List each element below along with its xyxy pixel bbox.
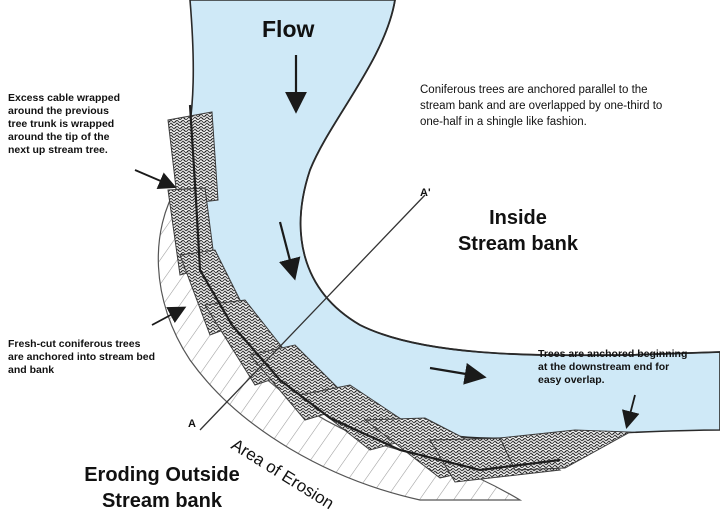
tree-9: [499, 429, 632, 471]
callout-arrow-fresh-cut: [151, 306, 187, 326]
flow-label: Flow: [262, 16, 315, 42]
tree-revetment: [167, 104, 632, 483]
callout-arrow-downstream: [621, 394, 640, 429]
coniferous-note: Coniferous trees are anchored parallel t…: [420, 84, 663, 128]
excess-cable-note: Excess cable wrapped around the previous…: [8, 92, 121, 156]
callout-arrow-cable: [134, 169, 177, 190]
inside-bank-edge: [299, 0, 720, 357]
fresh-cut-note: Fresh-cut coniferous trees are anchored …: [8, 338, 156, 376]
downstream-note: Trees are anchored beginning at the down…: [538, 348, 688, 386]
section-label-a-prime: A': [420, 187, 431, 199]
inside-bank-label: Inside Stream bank: [457, 207, 579, 255]
eroding-bank-label: Eroding Outside Stream bank: [84, 464, 240, 512]
flow-arrow-2: [278, 221, 301, 281]
section-label-a: A: [188, 418, 196, 430]
cable-line: [188, 104, 561, 472]
tree-8: [429, 437, 562, 483]
flow-arrow-3: [429, 362, 487, 385]
section-line: [199, 194, 426, 431]
